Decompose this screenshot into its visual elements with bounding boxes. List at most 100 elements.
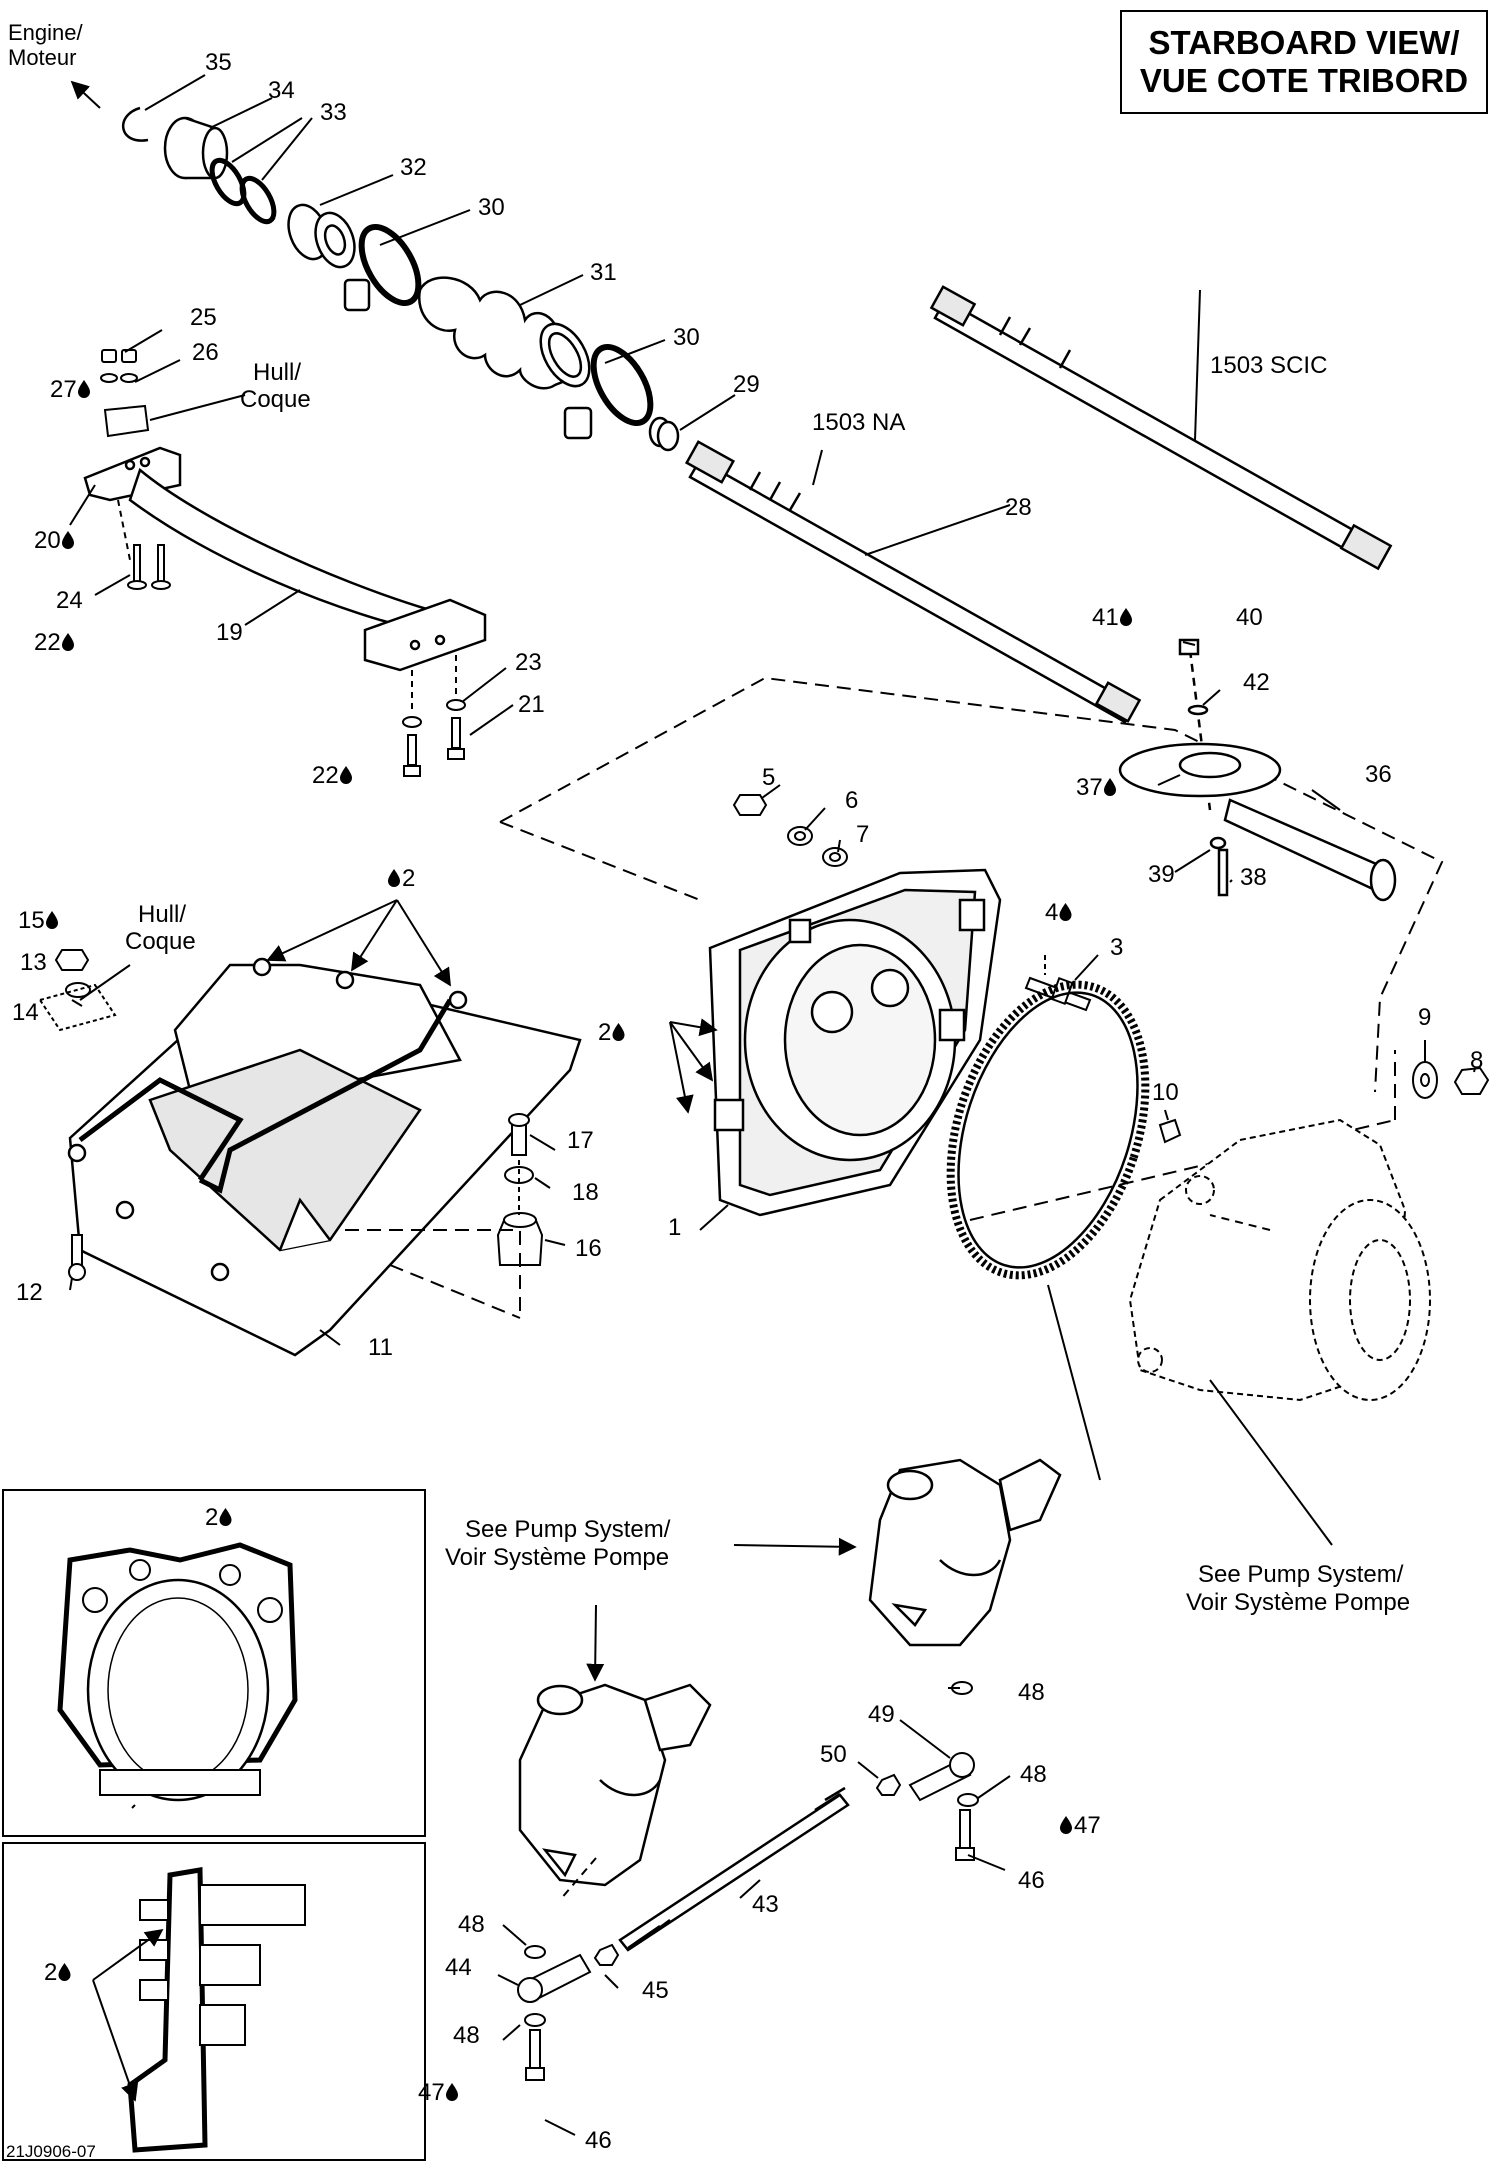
grease-drop-icon — [446, 2083, 458, 2101]
part-number: 8 — [1470, 1047, 1483, 1074]
part-label-24: 24 — [56, 587, 83, 614]
label-hull-bottom: Hull/Coque — [125, 901, 196, 955]
grease-drop-icon — [1120, 608, 1132, 626]
part-label-21: 21 — [518, 691, 545, 718]
grease-drop-icon — [58, 1963, 71, 1981]
wear-ring — [946, 980, 1150, 1280]
leader-lines — [69, 74, 1476, 2136]
o-ring-33a — [209, 157, 247, 207]
part-number: 23 — [515, 649, 542, 676]
grease-drop-icon — [1104, 778, 1116, 796]
part-label-37: 37 — [1076, 774, 1116, 801]
part-number: 45 — [642, 1977, 669, 2004]
part-label-12: 12 — [16, 1279, 43, 1306]
part-number: 48 — [458, 1911, 485, 1938]
part-number: 22 — [312, 762, 339, 789]
part-label-2: 2 — [598, 1019, 625, 1046]
part-label-50: 50 — [820, 1741, 847, 1768]
hardware-25-26 — [100, 349, 171, 590]
part-number: 10 — [1152, 1079, 1179, 1106]
part-label-19: 19 — [216, 619, 243, 646]
part-number: 26 — [192, 339, 219, 366]
part-label-36: 36 — [1365, 761, 1392, 788]
part-number: 49 — [868, 1701, 895, 1728]
part-number: 34 — [268, 77, 295, 104]
clip-10 — [1158, 1118, 1182, 1144]
label-hull-top: Hull/Coque — [240, 359, 311, 413]
pump-housing — [1128, 1118, 1431, 1402]
part-number: 32 — [400, 154, 427, 181]
part-label-13: 13 — [20, 949, 47, 976]
drive-shaft-parts — [122, 106, 680, 452]
label-see-pump-2: See Pump System/Voir Système Pompe — [1186, 1561, 1410, 1616]
bellows-31 — [417, 276, 591, 390]
grease-drop-icon — [388, 869, 400, 887]
part-number: 13 — [20, 949, 47, 976]
part-label-7: 7 — [856, 821, 869, 848]
label-engine: Engine/Moteur — [8, 20, 84, 70]
part-label-31: 31 — [590, 259, 617, 286]
part-number: 2 — [402, 865, 415, 892]
grease-drop-icon — [46, 911, 58, 929]
part-label-35: 35 — [205, 49, 232, 76]
pump-adapter-1 — [708, 868, 1002, 1217]
part-label-34: 34 — [268, 77, 295, 104]
part-label-33: 33 — [320, 99, 347, 126]
part-number: 6 — [845, 787, 858, 814]
part-number: 48 — [453, 2022, 480, 2049]
drive-shaft-scic — [929, 285, 1393, 571]
part-number: 15 — [18, 907, 45, 934]
part-number: 2 — [205, 1504, 218, 1531]
part-number: 25 — [190, 304, 217, 331]
part-label-14: 14 — [12, 999, 39, 1026]
part-label-47: 47 — [418, 2079, 458, 2106]
part-number: 19 — [216, 619, 243, 646]
part-label-49: 49 — [868, 1701, 895, 1728]
view-title-box: STARBOARD VIEW/ VUE COTE TRIBORD — [1120, 10, 1488, 114]
part-labels: Engine/Moteur Hull/Coque Hull/Coque 1503… — [8, 20, 1410, 1616]
part-number: 16 — [575, 1235, 602, 1262]
hardware-5-7 — [732, 794, 848, 867]
seal-carrier-34 — [163, 116, 229, 180]
part-number: 48 — [1018, 1679, 1045, 1706]
part-number: 30 — [478, 194, 505, 221]
part-number: 1 — [668, 1214, 681, 1241]
part-label-39: 39 — [1148, 861, 1175, 888]
label-1503-na: 1503 NA — [812, 409, 905, 436]
part-label-20: 20 — [34, 527, 74, 554]
grease-drop-icon — [78, 380, 90, 398]
part-number: 2 — [44, 1959, 57, 1986]
part-number: 4 — [1045, 899, 1058, 926]
part-label-22: 22 — [312, 762, 352, 789]
steering-rod-43 — [618, 1786, 850, 1952]
part-label-3: 3 — [1110, 934, 1123, 961]
part-label-8: 8 — [1470, 1047, 1483, 1074]
clamp-30-upper — [343, 224, 422, 312]
engine-support-19 — [83, 446, 487, 672]
grease-drop-icon — [340, 766, 352, 784]
part-number: 46 — [1018, 1867, 1045, 1894]
part-label-2: 2 — [205, 1504, 232, 1531]
part-label-27: 27 — [50, 376, 90, 403]
drawing-code: 21J0906-07 — [6, 2142, 96, 2161]
o-ring-33b — [239, 175, 277, 225]
part-label-6: 6 — [845, 787, 858, 814]
part-label-5: 5 — [762, 764, 775, 791]
part-number: 39 — [1148, 861, 1175, 888]
part-label-48: 48 — [1018, 1679, 1045, 1706]
grease-drop-icon — [62, 633, 74, 651]
part-label-48: 48 — [1020, 1761, 1047, 1788]
part-number: 40 — [1236, 604, 1263, 631]
part-number: 12 — [16, 1279, 43, 1306]
part-number: 28 — [1005, 494, 1032, 521]
part-label-17: 17 — [567, 1127, 594, 1154]
part-label-30: 30 — [478, 194, 505, 221]
view-title-line2: VUE COTE TRIBORD — [1139, 62, 1469, 99]
part-number: 47 — [1074, 1812, 1101, 1839]
part-label-40: 40 — [1236, 604, 1263, 631]
nozzle-upper — [868, 1458, 1062, 1647]
part-label-47: 47 — [1060, 1812, 1101, 1839]
part-label-32: 32 — [400, 154, 427, 181]
part-number: 44 — [445, 1954, 472, 1981]
